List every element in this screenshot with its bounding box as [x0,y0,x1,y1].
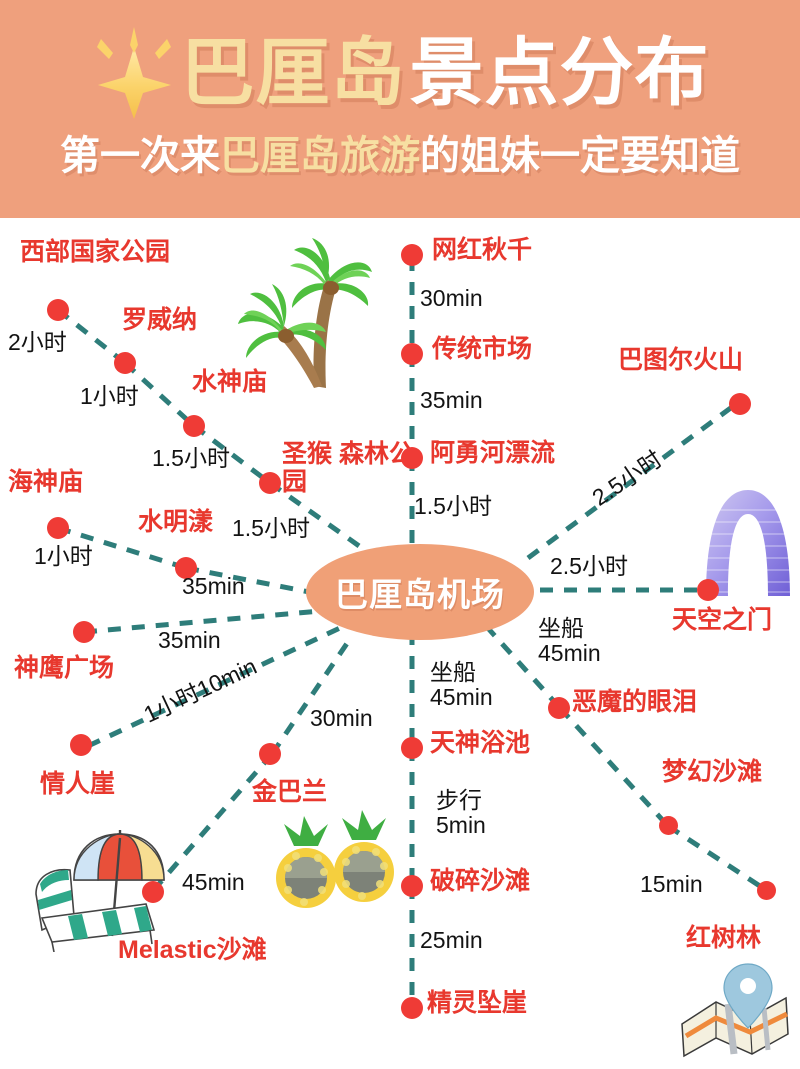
place-label-tanah-lot: 海神庙 [8,468,84,496]
node-dot-bali-swing[interactable] [401,244,423,266]
place-label-gate-of-heaven: 天空之门 [672,606,773,634]
place-label-bali-swing: 网红秋千 [432,236,533,264]
node-dot-devils-tears[interactable] [548,697,570,719]
node-dot-kelingking-beach[interactable] [401,997,423,1019]
node-dot-lovina[interactable] [114,352,136,374]
duration-garuda-airport: 35min [158,627,221,653]
duration-seminyak-airport: 35min [182,573,245,599]
duration-broken-kelingking: 25min [420,927,483,953]
duration-tanah-lot-seminyak: 1小时 [34,543,93,569]
place-label-jimbaran: 金巴兰 [252,778,328,806]
duration-lovina-water-temple: 1小时 [80,383,139,409]
title-part-highlight: 巴厘岛 [180,31,406,114]
subtitle-part-highlight: 巴厘岛旅游 [220,134,420,178]
node-dot-uluwatu-cliff[interactable] [70,734,92,756]
gate-arch-icon [694,482,800,600]
node-dot-melastic-beach[interactable] [142,881,164,903]
node-dot-west-national-park[interactable] [47,299,69,321]
attraction-map: 巴厘岛机场 西部国家公园 2小时 罗威纳 1小时 水神庙 1.5小时 圣猴 森林… [0,218,800,1069]
palm-trees-icon [228,236,373,401]
node-dot-traditional-market[interactable] [401,343,423,365]
place-label-angel-billabong: 天神浴池 [430,729,531,757]
place-label-ayung-river-rafting: 阿勇河漂流 [430,439,556,467]
node-dot-ayung-river-rafting[interactable] [401,447,423,469]
duration-airport-angel-billabong: 坐船 45min [430,659,493,710]
node-dot-angel-billabong[interactable] [401,737,423,759]
node-dot-tanah-lot[interactable] [47,517,69,539]
duration-dream-beach-mangrove: 15min [640,871,703,897]
sparkle-star-icon [91,27,177,119]
node-dot-seminyak[interactable] [175,557,197,579]
place-label-devils-tears: 恶魔的眼泪 [572,688,698,716]
place-label-seminyak: 水明漾 [138,508,214,536]
title-row: 巴厘岛景点分布 [0,18,800,128]
place-label-lovina: 罗威纳 [122,306,198,334]
subtitle-row: 第一次来巴厘岛旅游的姐妹一定要知道 [0,134,800,178]
place-label-mangrove-forest: 红树林 [686,924,762,952]
place-label-west-national-park: 西部国家公园 [20,238,171,266]
duration-ayung-airport: 1.5小时 [414,493,492,519]
pineapple-sunglasses-icon [274,810,402,920]
place-label-broken-beach: 破碎沙滩 [430,867,531,895]
hub-bali-airport[interactable]: 巴厘岛机场 [306,544,534,640]
duration-uluwatu-airport: 1小时10min [139,652,261,728]
header-banner: 巴厘岛景点分布 第一次来巴厘岛旅游的姐妹一定要知道 [0,0,800,218]
duration-monkey-forest-airport: 1.5小时 [232,515,310,541]
node-dot-mangrove-forest[interactable] [757,881,776,900]
place-label-sacred-monkey-forest: 圣猴 森林公园 [282,440,414,496]
duration-airport-gate: 2.5小时 [550,553,628,579]
place-label-mount-batur: 巴图尔火山 [618,346,744,374]
node-dot-mount-batur[interactable] [729,393,751,415]
beach-chair-umbrella-icon [28,812,168,953]
hub-label: 巴厘岛机场 [335,576,505,613]
node-dot-water-temple[interactable] [183,415,205,437]
duration-angel-broken-beach: 步行 5min [436,787,486,838]
place-label-uluwatu-cliff: 情人崖 [40,770,116,798]
duration-airport-batur: 2.5小时 [587,445,667,511]
node-dot-broken-beach[interactable] [401,875,423,897]
place-label-kelingking-beach: 精灵坠崖 [427,989,528,1017]
place-label-dream-beach: 梦幻沙滩 [662,758,763,786]
duration-water-temple-monkey-forest: 1.5小时 [152,445,230,471]
place-label-garuda-wisnu-kencana: 神鹰广场 [14,654,115,682]
title-part-rest: 景点分布 [409,31,710,114]
duration-airport-devils-tears: 坐船 45min [538,615,601,666]
duration-market-ayung: 35min [420,387,483,413]
duration-west-lovina: 2小时 [8,329,67,355]
node-dot-sacred-monkey-forest[interactable] [259,472,281,494]
duration-jimbaran-airport: 30min [310,705,373,731]
duration-swing-market: 30min [420,285,483,311]
place-label-traditional-market: 传统市场 [432,335,533,363]
subtitle-part-3: 的姐妹一定要知道 [420,134,740,178]
place-label-melastic-beach: Melastic沙滩 [118,936,267,964]
subtitle-part-1: 第一次来 [60,134,220,178]
node-dot-dream-beach[interactable] [659,816,678,835]
node-dot-gate-of-heaven[interactable] [697,579,719,601]
place-label-water-temple: 水神庙 [192,368,268,396]
map-pin-icon [676,958,796,1064]
duration-jimbaran-melastic: 45min [182,869,245,895]
node-dot-garuda-wisnu-kencana[interactable] [73,621,95,643]
node-dot-jimbaran[interactable] [259,743,281,765]
